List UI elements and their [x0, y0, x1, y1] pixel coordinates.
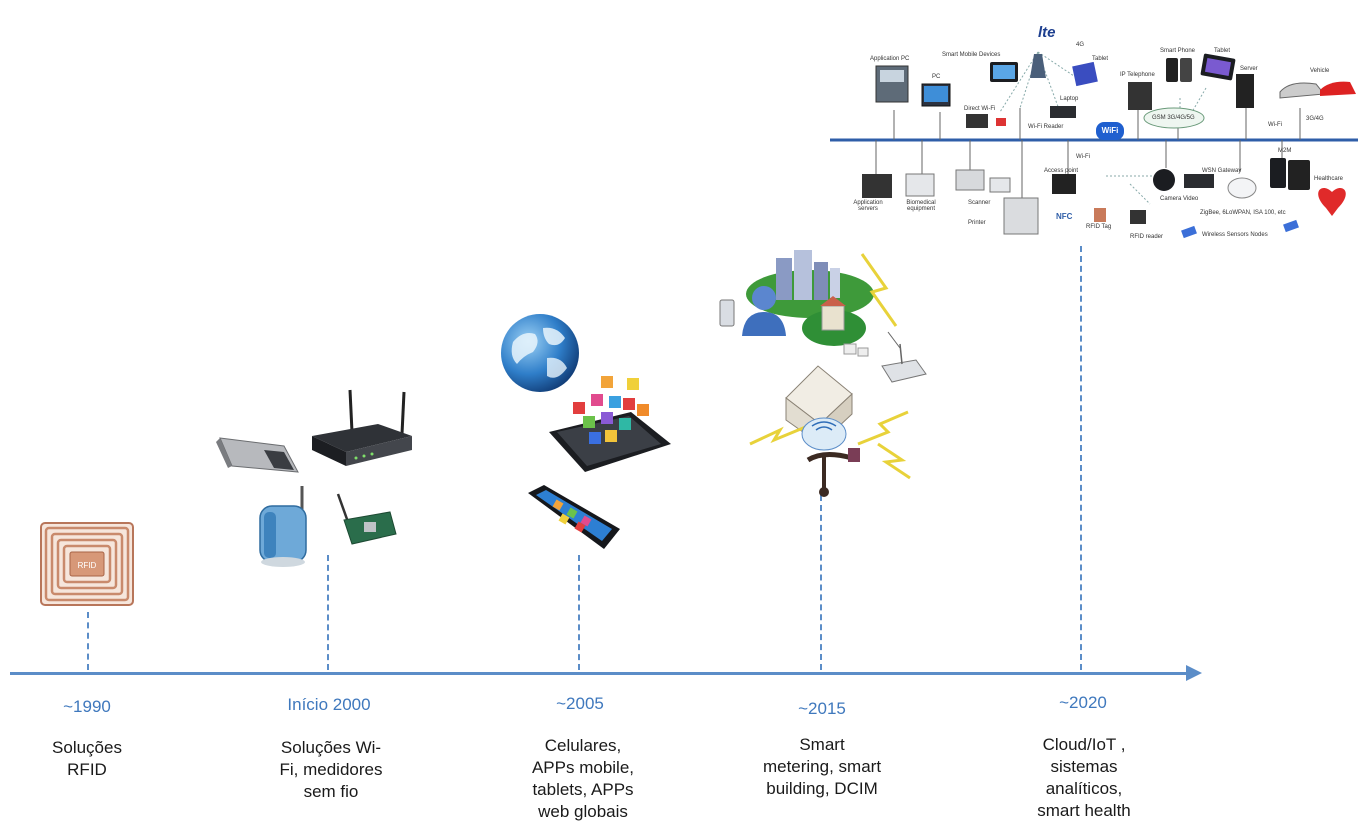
year-label-2020: ~2020 — [1059, 693, 1107, 712]
rfid-tag-label: RFID — [78, 561, 97, 570]
connector-2020 — [1080, 246, 1082, 670]
label-wifi-reader: Wi-Fi Reader — [1028, 124, 1064, 130]
description-line: analíticos, — [1045, 779, 1123, 798]
label-camera-video: Camera Video — [1160, 196, 1199, 202]
description-line: sem fio — [303, 782, 359, 801]
label-zigbee: ZigBee, 6LoWPAN, ISA 100, etc — [1200, 210, 1286, 216]
label-vehicle: Vehicle — [1310, 68, 1330, 74]
timeline-axis — [10, 672, 1188, 675]
nfc-logo: NFC — [1056, 212, 1073, 221]
label-direct-wifi: Direct Wi-Fi — [964, 106, 996, 112]
label-tablet-2: Tablet — [1214, 48, 1231, 54]
wifi-logo-text: WiFi — [1101, 126, 1119, 135]
label-wifi-bottom: Wi-Fi — [1076, 154, 1090, 160]
iot-network-diagram: lte 4G WiFi Application PC PC Smart Mobi… — [830, 8, 1358, 248]
label-m2m: M2M — [1278, 148, 1292, 154]
description-2020: Cloud/IoT , sistemas analíticos, smart h… — [994, 734, 1174, 822]
description-line: metering, smart — [762, 757, 882, 776]
label-laptop: Laptop — [1060, 96, 1079, 102]
wifi-logo: WiFi — [1096, 126, 1124, 135]
label-pc: PC — [932, 74, 941, 80]
lte-logo: lte — [1038, 24, 1056, 41]
description-line: Soluções — [52, 738, 122, 757]
connector-1990 — [87, 612, 89, 670]
wireless-router-icon — [312, 389, 412, 466]
year-label-1990: ~1990 — [63, 697, 111, 716]
description-line: sistemas — [1050, 757, 1118, 776]
label-access-point: Access point — [1044, 168, 1079, 174]
label-tablet-1: Tablet — [1092, 56, 1109, 62]
rfid-tag-icon: RFID — [40, 522, 134, 606]
usb-wifi-adapter-icon — [259, 486, 307, 567]
lte-gen-label: 4G — [1076, 42, 1085, 48]
description-line: Fi, medidores — [279, 760, 383, 779]
description-line: Celulares, — [544, 736, 622, 755]
description-2015: Smart metering, smart building, DCIM — [732, 734, 912, 800]
description-2000: Soluções Wi- Fi, medidores sem fio — [241, 737, 421, 803]
label-ip-telephone: IP Telephone — [1120, 72, 1155, 78]
connector-2000 — [327, 555, 329, 670]
label-smart-phone: Smart Phone — [1160, 48, 1196, 54]
lte-logo-text: lte — [1038, 24, 1056, 41]
description-line: RFID — [67, 760, 107, 779]
label-healthcare: Healthcare — [1314, 176, 1344, 182]
connector-2005 — [578, 555, 580, 670]
connector-2015 — [820, 495, 822, 670]
label-3g4g: 3G/4G — [1306, 116, 1324, 122]
description-line: Cloud/IoT , — [1042, 735, 1126, 754]
label-smart-mobile-devices: Smart Mobile Devices — [942, 52, 1001, 58]
description-line: building, DCIM — [766, 779, 878, 798]
description-2005: Celulares, APPs mobile, tablets, APPs we… — [493, 735, 673, 823]
description-line: web globais — [538, 802, 628, 821]
label-rfid-reader: RFID reader — [1130, 234, 1164, 240]
description-line: APPs mobile, — [531, 758, 635, 777]
smart-city-illustration — [719, 250, 927, 497]
description-1990: Soluções RFID — [0, 737, 177, 781]
year-label-2000: Início 2000 — [287, 695, 371, 714]
globe-icon — [501, 314, 579, 392]
year-label-2015: ~2015 — [798, 699, 846, 718]
tablet-apps-icon — [549, 376, 671, 472]
pci-wifi-card-icon — [336, 493, 397, 545]
year-label-2005: ~2005 — [556, 694, 604, 713]
label-application-pc: Application PC — [870, 56, 910, 62]
label-cloud-gsm: GSM 3G/4G/5G — [1152, 115, 1195, 121]
description-line: Soluções Wi- — [280, 738, 382, 757]
label-server: Server — [1240, 66, 1258, 72]
pcmcia-card-icon — [216, 437, 299, 473]
label-biomedical-equipment: Biomedical equipment — [906, 200, 936, 212]
description-line: Smart — [799, 735, 845, 754]
iot-network-graphics — [830, 51, 1358, 239]
label-wsn-gateway: WSN Gateway — [1202, 168, 1242, 174]
timeline-arrow-icon — [1186, 665, 1202, 681]
label-printer: Printer — [968, 220, 986, 226]
description-line: tablets, APPs — [532, 780, 634, 799]
smartphone-icon — [528, 485, 620, 549]
label-wifi-top: Wi-Fi — [1268, 122, 1282, 128]
label-rfid-tag: RFID Tag — [1086, 224, 1112, 230]
label-wireless-sensor-nodes: Wireless Sensors Nodes — [1202, 232, 1268, 238]
label-scanner: Scanner — [968, 200, 991, 206]
label-application-servers: Application servers — [853, 200, 883, 212]
description-line: smart health — [1037, 801, 1131, 820]
